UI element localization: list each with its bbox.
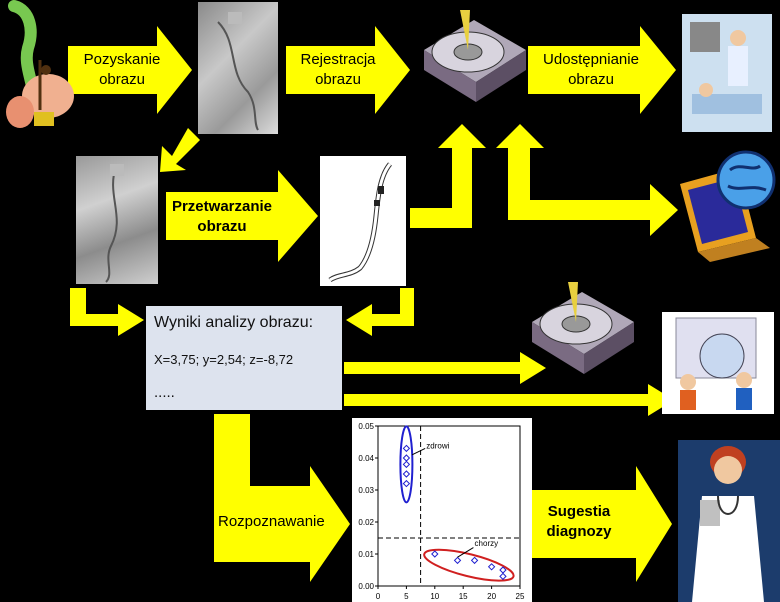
data-point-chorzy — [453, 556, 462, 565]
scatter-chart: 0 5 10 15 20 25 0.00 0.01 0.02 0.03 0.04 0.05 zdrowi… — [352, 418, 532, 602]
series-leader-zdrowi — [411, 447, 426, 456]
arrow-diagnosis — [518, 466, 672, 582]
arrow-sharing — [528, 26, 676, 114]
data-point-chorzy — [431, 550, 439, 558]
y-tick-label: 0.05 — [358, 422, 374, 431]
doctor-icon — [678, 440, 780, 602]
data-point-zdrowi — [402, 454, 411, 462]
series-leader-chorzy — [457, 547, 474, 558]
data-point-chorzy — [487, 563, 496, 571]
data-point-chorzy — [499, 572, 507, 581]
arrow-to-disk-2 — [344, 352, 546, 384]
x-tick-label: 5 — [404, 592, 409, 601]
x-tick-label: 25 — [516, 592, 525, 601]
ellipse-chorzy — [423, 548, 515, 582]
x-tick-label: 10 — [430, 592, 439, 601]
xray-image-processed-source — [76, 156, 158, 284]
analysis-results-box: Wyniki analizy obrazu: X=3,75; y=2,54; z… — [146, 306, 342, 410]
data-point-zdrowi — [402, 479, 411, 488]
data-point-zdrowi — [402, 444, 411, 453]
arrow-network — [496, 124, 678, 236]
y-tick-label: 0.01 — [358, 550, 374, 559]
arrow-registration — [286, 26, 410, 114]
y-tick-label: 0.04 — [358, 454, 374, 463]
data-point-chorzy — [499, 566, 507, 574]
x-tick-label: 15 — [459, 592, 468, 601]
x-tick-label: 20 — [487, 592, 496, 601]
y-tick-label: 0.02 — [358, 518, 374, 527]
arrow-elbow-right — [346, 288, 414, 336]
arrow-to-disk — [410, 124, 486, 228]
arrow-acquisition — [68, 26, 192, 114]
chart-svg: 0 5 10 15 20 25 0.00 0.01 0.02 0.03 0.04 0.05 zdrowi… — [358, 422, 525, 601]
results-values: X=3,75; y=2,54; z=-8,72 — [154, 352, 294, 367]
vessel-sketch — [320, 156, 406, 286]
medical-staff-icon — [682, 14, 772, 132]
data-point-zdrowi — [402, 470, 411, 478]
results-title: Wyniki analizy obrazu: — [154, 314, 314, 331]
y-tick-label: 0.03 — [358, 486, 374, 495]
data-point-zdrowi — [402, 460, 411, 469]
arrow-elbow-left — [70, 288, 144, 336]
label-recognition: Rozpoznawanie — [218, 513, 325, 530]
arrow-diagonal — [160, 128, 200, 172]
x-tick-label: 0 — [376, 592, 381, 601]
documents-icon — [662, 312, 774, 414]
arrow-recognition — [214, 414, 350, 582]
y-tick-label: 0.00 — [358, 582, 374, 591]
arrow-to-documents — [344, 384, 674, 416]
chart-frame — [377, 425, 521, 587]
ellipse-zdrowi — [399, 425, 414, 504]
series-label-zdrowi: zdrowi — [426, 441, 449, 450]
data-point-chorzy — [470, 556, 479, 565]
arrow-processing — [166, 170, 318, 262]
xray-image-raw — [198, 2, 278, 134]
series-label-chorzy: chorzy — [475, 539, 499, 548]
results-ellipsis: ..... — [154, 384, 175, 401]
